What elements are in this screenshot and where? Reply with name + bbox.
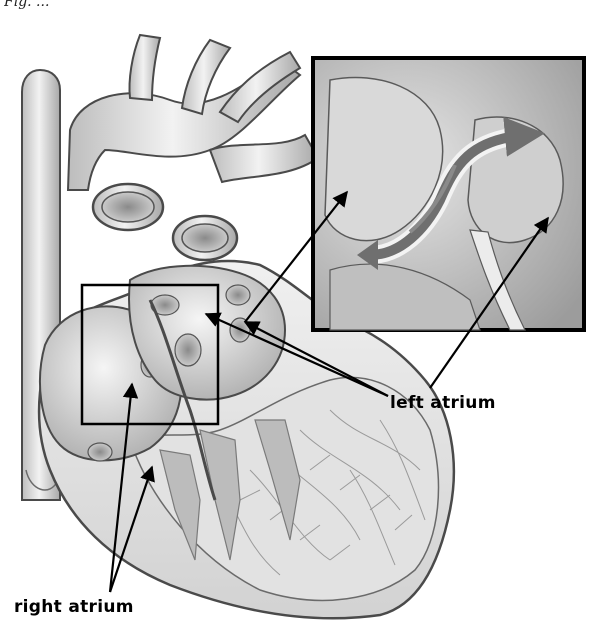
vessel-openings (93, 184, 237, 260)
left-atrium-label: left atrium (390, 393, 496, 413)
right-atrium-label: right atrium (14, 597, 134, 617)
aortic-arch (68, 35, 318, 190)
inset-zoom (313, 58, 584, 330)
